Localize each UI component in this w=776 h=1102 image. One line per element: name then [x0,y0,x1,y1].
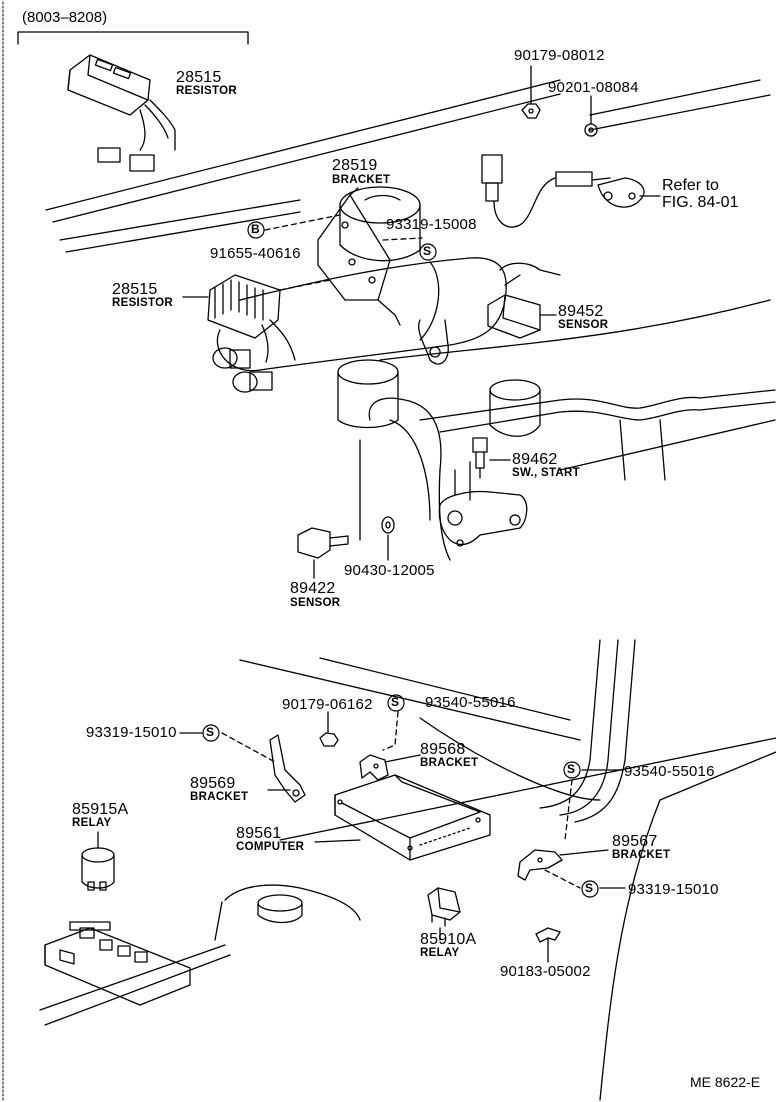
s-marker-15010-a: S [206,725,215,739]
b-marker-91655: B [251,222,260,236]
part-89462-name: SW., START [512,467,580,479]
part-90179-08012: 90179-08012 [514,47,605,64]
leader-91655 [264,214,341,231]
part-89452-name: SENSOR [558,319,609,331]
s-marker-55016-b: S [567,762,576,776]
nut-90179-06162 [319,732,339,747]
gasket-90430 [381,516,395,561]
s-marker-15008: S [423,244,432,258]
bracket-89569-drawing [269,734,306,803]
computer-89561-drawing [334,774,491,861]
part-28515-top-number: 28515 [176,69,222,86]
part-89422-name: SENSOR [290,597,341,609]
relay-85915A-drawing [81,831,115,891]
part-93540-55016-a: 93540-55016 [425,694,516,711]
leader-89561 [314,839,361,843]
part-28515-top-name: RESISTOR [176,85,237,97]
part-28515-mid-number: 28515 [112,281,158,298]
refer-to-line1: Refer to [662,177,719,194]
part-89561-name: COMPUTER [236,841,305,853]
leader-93319-15008 [382,237,423,241]
part-93319-15008: 93319-15008 [386,216,477,233]
part-90430-12005: 90430-12005 [344,562,435,579]
leader-28519 [349,187,359,196]
part-89568-name: BRACKET [420,757,479,769]
resistor-top-drawing [67,54,176,172]
clip-90183-drawing [535,927,561,963]
marker-circles [202,221,599,898]
part-85910A-number: 85910A [420,931,477,948]
relay-85910A-drawing [427,887,461,927]
part-28519-name: BRACKET [332,174,391,186]
date-range-bracket [17,31,249,45]
refer-to-line2: FIG. 84-01 [662,194,739,211]
resistor-mid-drawing [207,274,296,393]
part-90179-06162: 90179-06162 [282,696,373,713]
part-93319-15010-a: 93319-15010 [86,724,177,741]
s-marker-55016-a: S [391,695,400,709]
part-90201-08084: 90201-08084 [548,79,639,96]
drawing-code: ME 8622-E [690,1074,761,1090]
part-85915A-number: 85915A [72,801,129,818]
part-91655-40616: 91655-40616 [210,245,301,262]
washer-90201-08084 [584,95,598,137]
part-93540-55016-b: 93540-55016 [624,763,715,780]
sensor-89452-drawing [487,262,561,339]
leader-89568 [384,754,421,763]
part-89452-number: 89452 [558,303,604,320]
part-85910A-name: RELAY [420,947,460,959]
leader-93319-15010-a [221,732,276,763]
engine-body-outline [45,79,776,481]
leader-28515-mid-dash [279,279,331,291]
date-range: (8003–8208) [22,9,108,26]
start-switch-89462-drawing [472,437,488,479]
leader-89567 [559,849,609,856]
part-28519-number: 28519 [332,157,378,174]
part-89567-number: 89567 [612,833,658,850]
part-93319-15010-b: 93319-15010 [628,881,719,898]
s-marker-15010-b: S [585,881,594,895]
nut-90179-08012 [521,65,541,119]
part-89422-number: 89422 [290,580,336,597]
leader-93540-b [564,779,573,841]
part-89568-number: 89568 [420,741,466,758]
bracket-89567-drawing [517,849,563,881]
leader-93540-a [382,711,399,751]
part-89567-name: BRACKET [612,849,671,861]
part-28515-mid-name: RESISTOR [112,297,173,309]
part-89569-name: BRACKET [190,791,249,803]
part-90183-05002: 90183-05002 [500,963,591,980]
sensor-harness-drawing [481,154,645,228]
leader-93319-b [544,869,581,889]
coolant-pipe [438,461,528,547]
part-89569-number: 89569 [190,775,236,792]
part-89462-number: 89462 [512,451,558,468]
cabin-body-outline [39,639,776,1101]
sensor-89422-drawing [297,527,349,579]
part-85915A-name: RELAY [72,817,112,829]
relay-block-drawing [44,921,191,1006]
bracket-89568-drawing [359,754,389,781]
part-89561-number: 89561 [236,825,282,842]
